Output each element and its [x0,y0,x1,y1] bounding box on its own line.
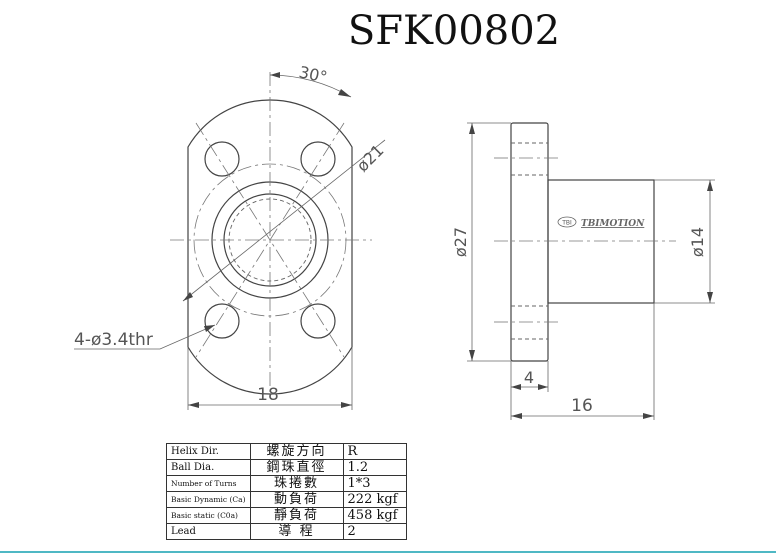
table-row: Basic Dynamic (Ca) 動負荷 222 kgf [166,491,407,508]
part-number-title: SFK00802 [348,8,560,54]
bolt-hole [204,141,240,177]
arrow-head [188,402,199,408]
arrow-head [204,325,215,332]
bolt-hole [300,141,336,177]
hole-leader [74,324,216,350]
arrow-head [511,384,521,390]
spec-label: Ball Dia. [166,459,251,476]
arrow-head [643,413,654,419]
pcd-label: ø21 [353,141,388,176]
table-row: Number of Turns 珠捲數 1*3 [166,475,407,492]
arrow-head [469,350,475,361]
svg-text:TBI: TBI [561,220,572,227]
flange-thk-label: 4 [524,368,534,387]
centerline-diagonal [195,122,345,358]
front-view: 30° ø21 4-ø3.4thr 18 [74,62,387,410]
spec-label: Basic static (C0a) [166,507,251,524]
bottom-accent-rule [0,551,776,553]
arrow-head [707,292,713,303]
spec-label-cn: 導 程 [249,523,344,540]
table-row: Ball Dia. 鋼珠直徑 1.2 [166,459,407,476]
table-row: Basic static (C0a) 靜負荷 458 kgf [166,507,407,524]
spec-label-cn: 螺旋方向 [249,443,344,460]
width-label: 18 [257,385,279,405]
spec-label-cn: 珠捲數 [249,475,344,492]
spec-value: R [342,443,407,460]
arrow-head [707,180,713,191]
body-dia-label: ø14 [688,227,707,257]
spec-label: Lead [166,523,251,540]
pcd-leader [182,139,386,302]
length-label: 16 [571,396,593,416]
spec-label: Helix Dir. [166,443,251,460]
hole-callout: 4-ø3.4thr [74,330,153,350]
brand-logo: TBI TBIMOTION [557,216,645,229]
spec-value: 222 kgf [342,491,407,508]
angle-label: 30° [297,62,329,86]
bolt-hole [204,303,240,339]
spec-label-cn: 鋼珠直徑 [249,459,344,476]
spec-table: Helix Dir. 螺旋方向 R Ball Dia. 鋼珠直徑 1.2 Num… [166,443,407,540]
arrow-head [469,123,475,134]
flange-dia-label: ø27 [451,227,470,257]
spec-value: 458 kgf [342,507,407,524]
spec-value: 1*3 [342,475,407,492]
arrow-head [511,413,522,419]
spec-label: Basic Dynamic (Ca) [166,491,251,508]
spec-label: Number of Turns [166,475,251,492]
table-row: Helix Dir. 螺旋方向 R [166,443,407,460]
spec-value: 1.2 [342,459,407,476]
spec-label-cn: 動負荷 [249,491,344,508]
brand-logo-text: TBIMOTION [581,219,645,229]
spec-value: 2 [342,523,407,540]
arrow-head [341,402,352,408]
side-flange [510,122,549,362]
spec-label-cn: 靜負荷 [249,507,344,524]
arrow-head [538,384,548,390]
table-row: Lead 導 程 2 [166,523,407,540]
bolt-hole [300,303,336,339]
arrow-head [270,72,280,78]
side-view: TBI TBIMOTION ø27 ø14 4 16 [451,122,715,420]
arrow-head [338,89,351,97]
arrow-head [183,292,193,301]
side-body [547,179,655,304]
